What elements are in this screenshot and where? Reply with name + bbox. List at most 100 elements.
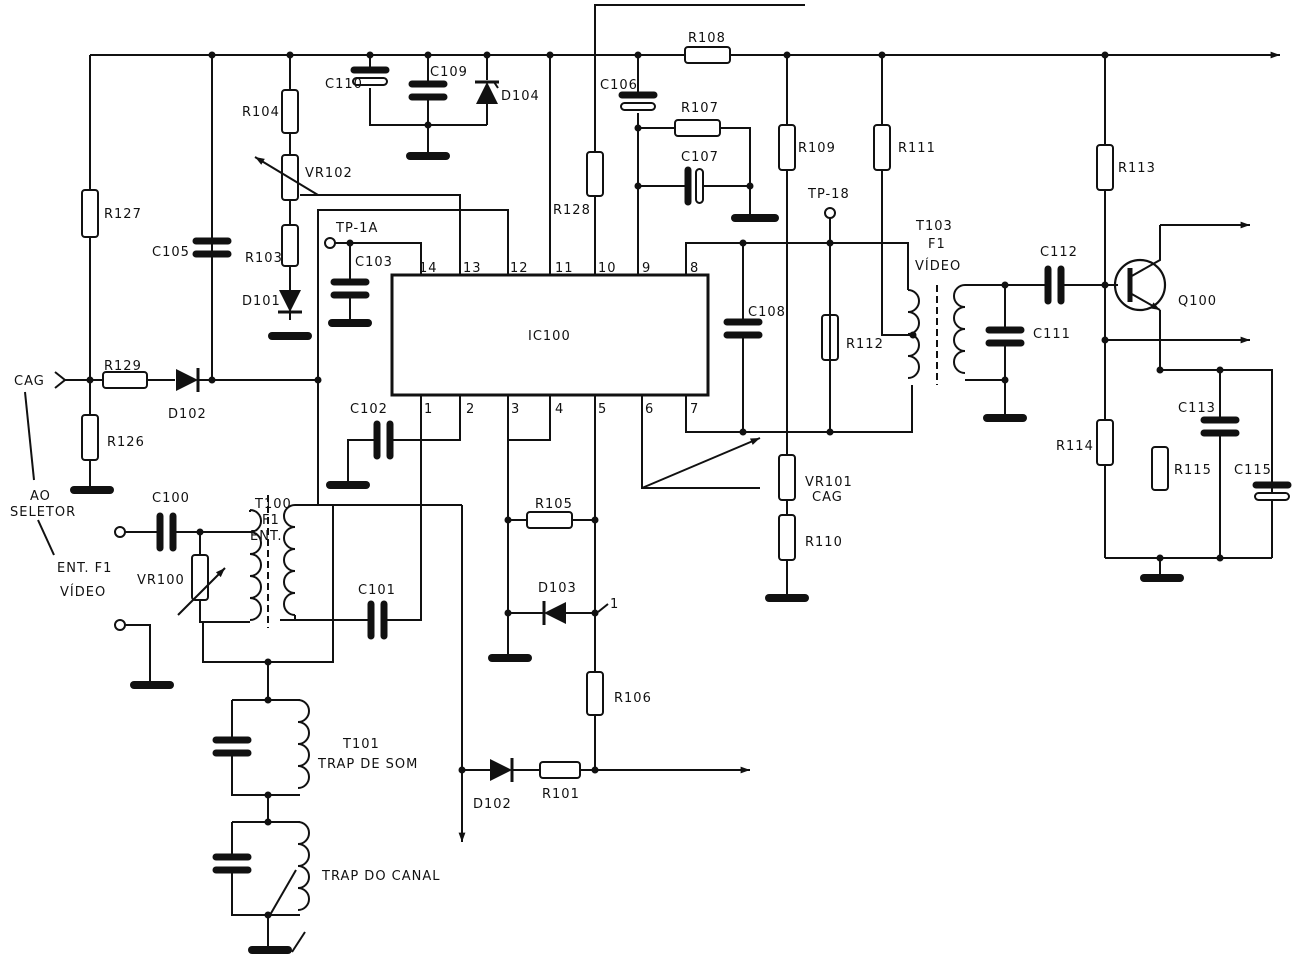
- label-c115: C115: [1234, 463, 1272, 478]
- junction-dot: [1156, 366, 1164, 374]
- label-t103-video: VÍDEO: [915, 258, 961, 274]
- label-r108: R108: [688, 31, 726, 46]
- diode-icon: [476, 82, 498, 104]
- label-tp1a: TP-1A: [335, 221, 378, 236]
- transistor-q100: [1113, 258, 1167, 312]
- label-c108: C108: [748, 305, 786, 320]
- label-r126: R126: [107, 435, 145, 450]
- label-r105: R105: [535, 497, 573, 512]
- label-d103: D103: [538, 581, 577, 596]
- resistor: [281, 224, 299, 267]
- arrow-icon: [1150, 302, 1160, 310]
- label-r112: R112: [846, 337, 884, 352]
- wire: [641, 395, 760, 489]
- wire: [231, 753, 300, 796]
- label-d103-mark: 1: [610, 597, 619, 612]
- resistor: [81, 414, 99, 461]
- component-labels: R108 R127 R129 R126 D102 C105 R104 VR102…: [10, 31, 1272, 884]
- label-t101: T101: [342, 737, 380, 752]
- label-r128: R128: [553, 203, 591, 218]
- wire: [347, 439, 377, 483]
- label-seletor: SELETOR: [10, 505, 76, 520]
- arrow-icon: [1240, 336, 1250, 344]
- terminal: [824, 207, 836, 219]
- arrow-icon: [1240, 221, 1250, 229]
- label-d102: D102: [168, 407, 207, 422]
- wire: [300, 194, 461, 275]
- wire: [125, 624, 151, 683]
- label-vr102: VR102: [305, 166, 353, 181]
- resistor: [873, 124, 891, 171]
- label-trap-canal: TRAP DO CANAL: [321, 869, 441, 884]
- capacitor-plate: [352, 77, 388, 86]
- inductor-coil: [953, 284, 966, 374]
- junction-dot: [746, 182, 754, 190]
- label-c110: C110: [325, 77, 363, 92]
- resistor: [586, 151, 604, 197]
- label-c105: C105: [152, 245, 190, 260]
- ic100-body: [390, 273, 710, 397]
- capacitor-plate: [695, 168, 704, 204]
- wire: [641, 437, 761, 489]
- label-d104: D104: [501, 89, 540, 104]
- resistor: [684, 46, 731, 64]
- label-d101: D101: [242, 294, 281, 309]
- diode-icon: [176, 369, 198, 391]
- label-r109: R109: [798, 141, 836, 156]
- wire: [269, 869, 297, 916]
- pin-label: 7: [690, 402, 699, 417]
- wire: [507, 395, 551, 441]
- label-c111: C111: [1033, 327, 1071, 342]
- diode-icon: [279, 290, 301, 312]
- wire: [685, 385, 913, 433]
- label-c113: C113: [1178, 401, 1216, 416]
- resistor: [526, 511, 573, 529]
- inductor-coil: [907, 289, 920, 379]
- pin-label: 12: [510, 261, 529, 276]
- wire: [317, 209, 509, 506]
- resistor: [778, 454, 796, 501]
- terminal: [324, 237, 336, 249]
- marker-line: [291, 931, 306, 953]
- resistor: [539, 761, 581, 779]
- label-vr101-cag: CAG: [812, 490, 843, 505]
- wire: [37, 519, 55, 556]
- resistor: [1096, 144, 1114, 191]
- junction-dot: [1101, 51, 1109, 59]
- junction-dot: [1001, 281, 1009, 289]
- junction-dot: [634, 51, 642, 59]
- label-r103: R103: [245, 251, 283, 266]
- label-r113: R113: [1118, 161, 1156, 176]
- junction-dot: [1001, 376, 1009, 384]
- resistor: [1096, 419, 1114, 466]
- capacitor-plate: [620, 102, 656, 111]
- ic-pin-labels-bottom: 1 2 3 4 5 6 7: [424, 402, 699, 417]
- ic100-label: IC100: [528, 329, 571, 344]
- pin-label: 5: [598, 402, 607, 417]
- junction-dot: [264, 696, 272, 704]
- label-c101: C101: [358, 583, 396, 598]
- wire: [254, 156, 319, 196]
- wire: [685, 242, 909, 290]
- junction-dot: [1101, 281, 1109, 289]
- terminal: [114, 619, 126, 631]
- label-c102: C102: [350, 402, 388, 417]
- label-q100: Q100: [1178, 294, 1217, 309]
- resistor: [102, 371, 148, 389]
- junction-dot: [909, 331, 917, 339]
- arrow-icon: [458, 832, 466, 842]
- wire: [720, 127, 751, 216]
- label-vr100: VR100: [137, 573, 185, 588]
- label-r129: R129: [104, 359, 142, 374]
- wire: [202, 504, 334, 663]
- label-t100-f1: F1: [262, 513, 280, 528]
- label-video-input: VÍDEO: [60, 584, 106, 600]
- arrow-icon: [740, 766, 750, 774]
- label-c107: C107: [681, 150, 719, 165]
- resistor: [1151, 446, 1169, 491]
- arrow-icon: [255, 157, 265, 165]
- pin-label: 2: [466, 402, 475, 417]
- label-r111: R111: [898, 141, 936, 156]
- zener-bar: [480, 81, 499, 89]
